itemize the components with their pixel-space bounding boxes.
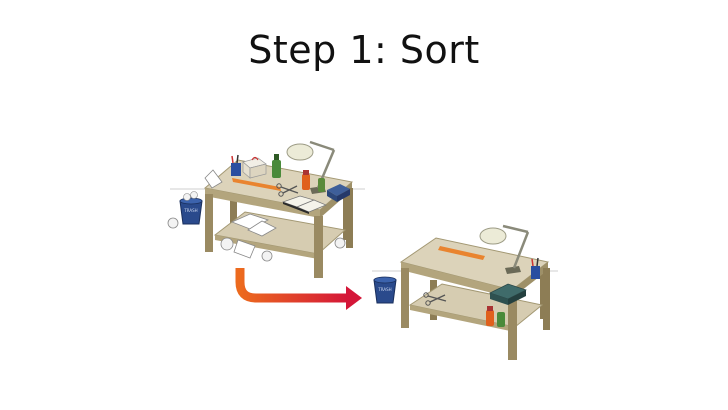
scissors-icon — [423, 292, 447, 306]
paper-icon — [204, 169, 223, 189]
crumpled-paper-icon — [261, 250, 273, 262]
sort-arrow-icon — [235, 268, 362, 310]
book-stack-icon — [489, 283, 527, 305]
paper-icon — [230, 213, 270, 230]
open-book-icon — [281, 195, 327, 214]
desk-leg — [346, 188, 353, 248]
desk-leg — [543, 268, 550, 330]
pencil-cup-icon — [231, 154, 241, 176]
glue-bottle-icon — [272, 154, 281, 178]
desk-leg — [508, 296, 517, 360]
trash-label: TRASH — [183, 208, 197, 213]
desk-leg — [205, 194, 213, 252]
trash-can-icon: TRASH — [373, 276, 397, 304]
ruler-icon — [438, 246, 485, 260]
crumpled-paper-icon — [220, 237, 234, 251]
paper-icon — [247, 220, 277, 237]
messy-desk-group: TRASH — [167, 140, 365, 278]
slide-title: Step 1: Sort — [248, 28, 480, 72]
trash-label: TRASH — [377, 287, 391, 292]
desk-leg — [314, 216, 323, 278]
pencil-cup-icon — [531, 257, 540, 279]
scissors-icon — [276, 183, 299, 197]
lamp-icon — [479, 224, 530, 274]
marker-bottles-icon — [486, 306, 505, 327]
crumpled-paper-icon — [167, 217, 179, 229]
desk-leg — [230, 195, 237, 240]
blue-box-icon — [327, 184, 350, 202]
desk-leg — [401, 268, 409, 328]
paper-icon — [233, 239, 256, 259]
trash-can-icon: TRASH — [179, 191, 203, 225]
desk-top-edge — [401, 262, 512, 298]
ruler-icon — [232, 178, 281, 191]
tidy-desk-group: TRASH — [372, 224, 558, 360]
crumpled-paper-icon — [334, 237, 346, 249]
desk-top-edge — [205, 188, 320, 218]
tissue-box-icon — [242, 156, 267, 179]
marker-bottles-icon — [302, 170, 325, 192]
